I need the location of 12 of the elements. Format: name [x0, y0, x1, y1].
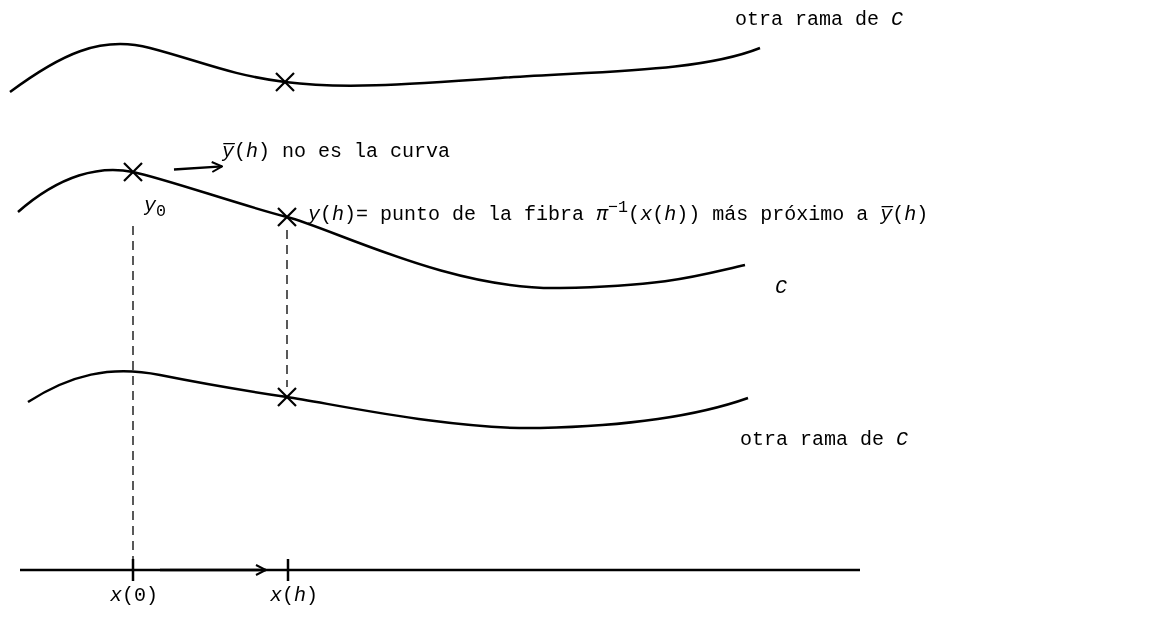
curve-label: otra rama de C — [740, 428, 909, 452]
dashed-line — [286, 229, 288, 388]
arrow — [160, 564, 267, 576]
curve-name: C — [775, 276, 787, 300]
point-label: y$_{0}$ — [144, 194, 166, 222]
point-label: y̅(h) no es la curva — [222, 140, 451, 164]
tick-label: x(h) — [270, 584, 319, 608]
dashed-line — [132, 225, 134, 561]
point-label: y(h)= punto de la fibra π$^{−1}$(x(h)) más próximo a y̅(h) — [308, 198, 929, 227]
tick-label: x(0) — [110, 584, 159, 608]
arrow — [173, 161, 223, 173]
curve-label: otra rama de C — [735, 8, 904, 32]
